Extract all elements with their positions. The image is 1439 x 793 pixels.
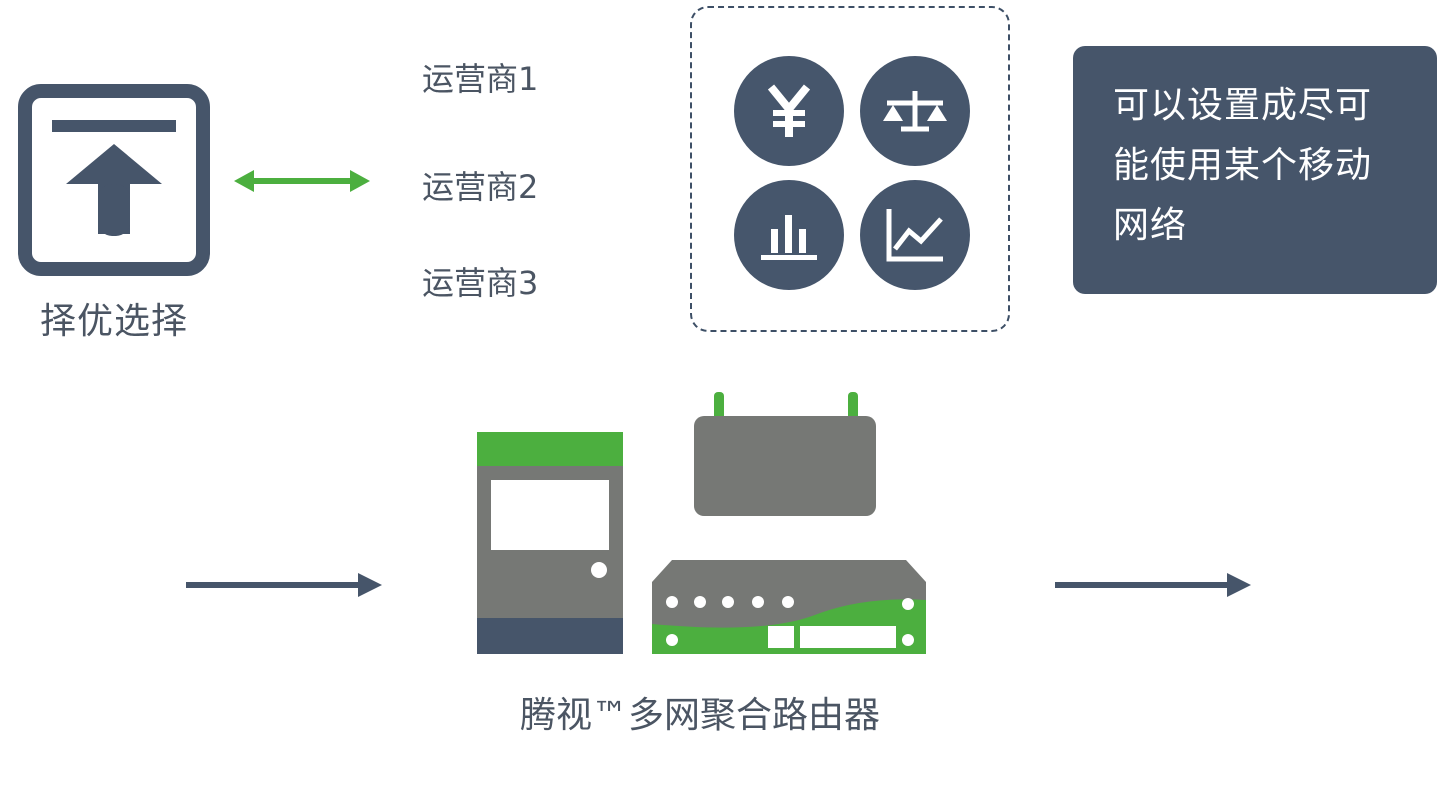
operator-label-1: 运营商1 <box>422 60 539 98</box>
double-arrow-icon <box>232 166 372 196</box>
info-note-line-3: 网络 <box>1113 205 1188 246</box>
selection-label: 择优选择 <box>39 301 188 342</box>
upload-arrow-icon <box>18 84 210 276</box>
server-tower-icon <box>477 432 623 654</box>
operator-label-2: 运营商2 <box>422 168 539 206</box>
line-chart-icon <box>860 180 970 290</box>
info-note: 可以设置成尽可 能使用某个移动 网络 <box>1073 46 1437 294</box>
yen-icon <box>734 56 844 166</box>
bar-chart-icon <box>734 180 844 290</box>
info-note-line-1: 可以设置成尽可 <box>1113 85 1373 126</box>
output-arrow-icon <box>1055 572 1255 598</box>
network-switch-icon <box>652 560 926 656</box>
scale-balance-icon <box>860 56 970 166</box>
info-note-line-2: 能使用某个移动 <box>1113 145 1373 186</box>
wireless-router-icon <box>692 392 878 518</box>
input-arrow-icon <box>186 572 386 598</box>
operator-label-3: 运营商3 <box>422 264 539 302</box>
product-label: 腾视™多网聚合路由器 <box>519 695 880 736</box>
criteria-icon-group <box>690 6 1010 332</box>
